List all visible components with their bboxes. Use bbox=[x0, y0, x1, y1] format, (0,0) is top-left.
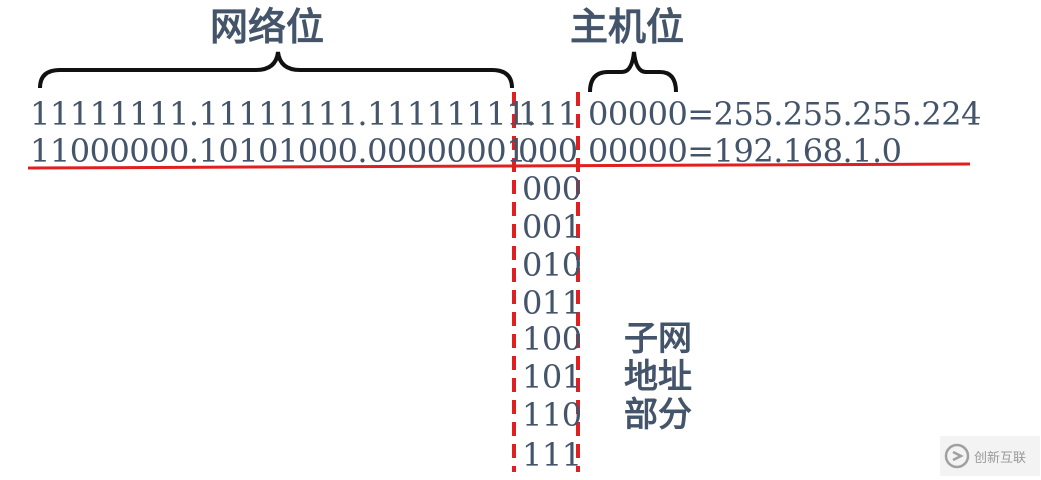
subnet-combination: 011 bbox=[522, 284, 582, 322]
subnet-combination: 100 bbox=[522, 320, 582, 358]
subnet-combination: 010 bbox=[522, 246, 582, 284]
subnet-combination: 001 bbox=[522, 208, 582, 246]
host-brace bbox=[588, 51, 678, 93]
ip-host-part: 00000=192.168.1.0 bbox=[588, 132, 902, 170]
subnet-combination: 110 bbox=[522, 396, 582, 434]
subnet-combination: 000 bbox=[522, 170, 582, 208]
subnet-combination: 111 bbox=[522, 436, 582, 474]
watermark-text: 创新互联 bbox=[974, 450, 1027, 466]
network-bits-heading: 网络位 bbox=[210, 5, 325, 49]
subnet-label-line: 部分 bbox=[624, 395, 692, 435]
ip-network-part: 11000000.10101000.00000001. bbox=[30, 132, 536, 170]
subnet-combination: 101 bbox=[522, 358, 582, 396]
subnet-label-line: 子网 bbox=[624, 319, 692, 359]
mask-network-part: 11111111.11111111.11111111. bbox=[30, 95, 536, 133]
mask-subnet-part: 111 bbox=[518, 95, 578, 133]
watermark-logo-icon bbox=[944, 443, 970, 469]
watermark: 创新互联 bbox=[940, 436, 1040, 476]
mask-host-part: 00000=255.255.255.224 bbox=[588, 95, 981, 133]
separator-line bbox=[27, 162, 971, 170]
ip-subnet-part: 000 bbox=[518, 132, 578, 170]
network-brace bbox=[38, 51, 514, 89]
host-bits-heading: 主机位 bbox=[570, 5, 685, 49]
subnet-label-line: 地址 bbox=[624, 357, 692, 397]
